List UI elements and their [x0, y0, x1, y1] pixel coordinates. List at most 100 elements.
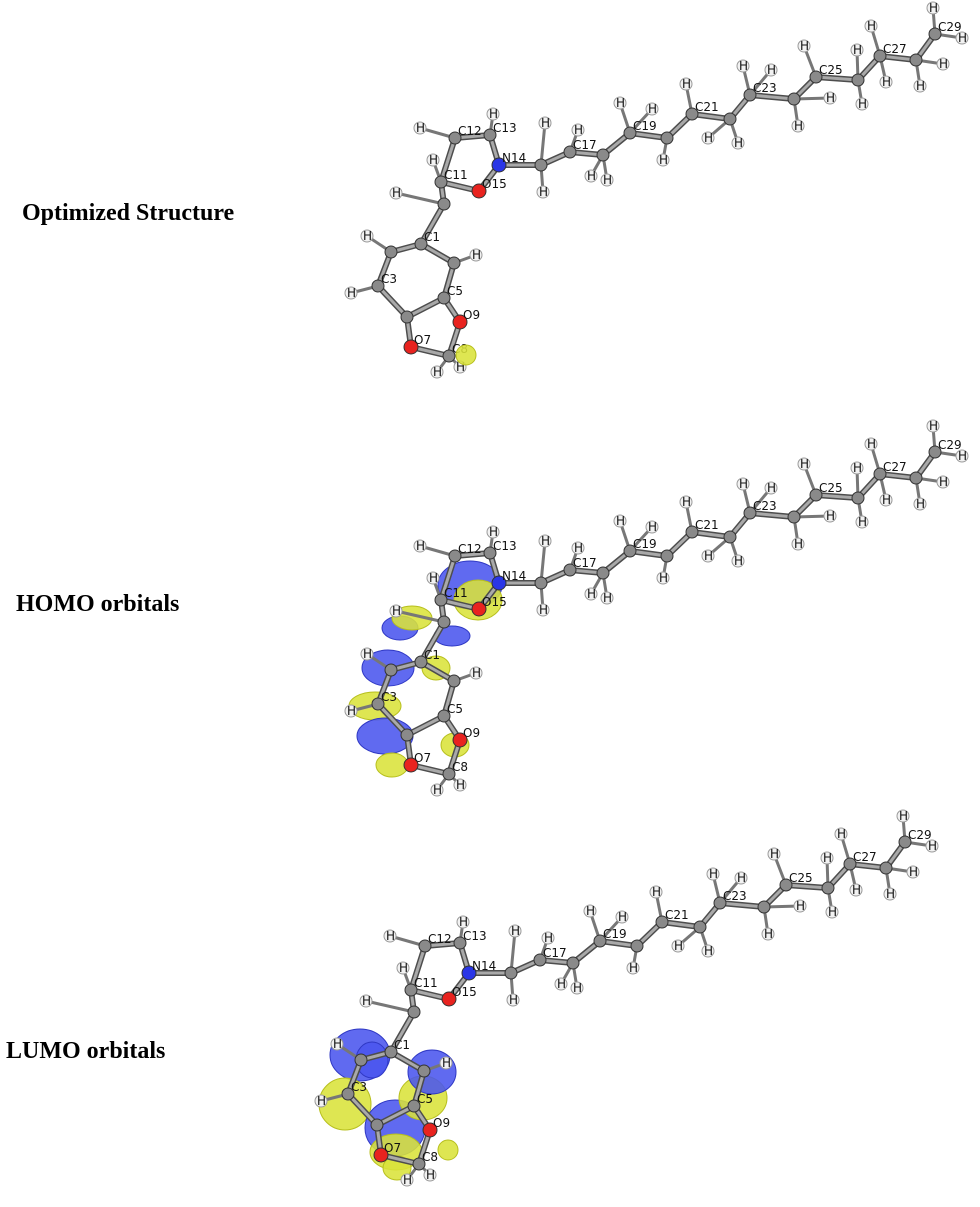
- hydrogen-label: H: [416, 539, 425, 553]
- atom-n14: [491, 575, 507, 591]
- hydrogen-label: H: [442, 1056, 451, 1070]
- hydrogen-label: H: [489, 525, 498, 539]
- hydrogen-label: H: [616, 96, 625, 110]
- hydrogen-atom: [453, 778, 467, 792]
- atom-o9: [452, 732, 468, 748]
- hydrogen-label: H: [459, 915, 468, 929]
- atom-label-o9: O9: [463, 726, 480, 740]
- hydrogen-label: H: [767, 63, 776, 77]
- bond-highlight: [439, 554, 457, 602]
- hydrogen-atom: [600, 173, 614, 187]
- bond-highlight: [405, 296, 446, 319]
- atom-label-o15: O15: [482, 177, 507, 191]
- atom-label-c1: C1: [394, 1038, 410, 1052]
- atom-label-c25: C25: [819, 481, 843, 495]
- atom-c29: [928, 445, 942, 459]
- atom-label-c5: C5: [447, 284, 463, 298]
- hydrogen-atom: [797, 457, 811, 471]
- bond-highlight: [439, 136, 457, 184]
- atom-c8: [442, 349, 456, 363]
- atom-label-c21: C21: [695, 100, 719, 114]
- hydrogen-label: H: [573, 981, 582, 995]
- hydrogen-label: H: [586, 904, 595, 918]
- hydrogen-atom: [344, 704, 358, 718]
- atom-c29: [928, 27, 942, 41]
- atom-label-c1: C1: [424, 230, 440, 244]
- bond-highlight: [375, 1104, 416, 1127]
- hydrogen-label: H: [899, 809, 908, 823]
- bond-highlight: [376, 702, 409, 737]
- atom-c19: [593, 934, 607, 948]
- hydrogen-atom: [671, 939, 685, 953]
- atom-c12: [448, 549, 462, 563]
- atom-c25: [809, 488, 823, 502]
- hydrogen-atom: [486, 525, 500, 539]
- atom-label-c17: C17: [573, 556, 597, 570]
- hydrogen-label: H: [587, 587, 596, 601]
- hydrogen-label: H: [541, 116, 550, 130]
- atom-label-o9: O9: [463, 308, 480, 322]
- hydrogen-atom: [360, 229, 374, 243]
- hydrogen-label: H: [629, 961, 638, 975]
- hydrogen-label: H: [472, 248, 481, 262]
- hydrogen-atom: [879, 75, 893, 89]
- atom-label-c12: C12: [458, 124, 482, 138]
- hydrogen-label: H: [541, 534, 550, 548]
- hydrogen-label: H: [828, 905, 837, 919]
- hydrogen-label: H: [882, 75, 891, 89]
- bond-highlight: [376, 284, 409, 319]
- atom-c20: [660, 131, 674, 145]
- atom-label-c25: C25: [789, 871, 813, 885]
- hydrogen-label: H: [659, 571, 668, 585]
- hydrogen-atom: [469, 666, 483, 680]
- hydrogen-label: H: [882, 493, 891, 507]
- atom-c20: [630, 939, 644, 953]
- bond-highlight: [748, 511, 796, 519]
- hydrogen-label: H: [704, 944, 713, 958]
- atom-label-c29: C29: [938, 20, 962, 34]
- hydrogen-atom: [855, 97, 869, 111]
- hydrogen-label: H: [826, 509, 835, 523]
- hydrogen-atom: [615, 910, 629, 924]
- hydrogen-label: H: [603, 591, 612, 605]
- atom-label-n14: N14: [502, 151, 526, 165]
- atom-c16: [534, 576, 548, 590]
- hydrogen-atom: [430, 783, 444, 797]
- hydrogen-atom: [913, 79, 927, 93]
- hydrogen-label: H: [429, 571, 438, 585]
- atom-c22: [693, 920, 707, 934]
- hydrogen-atom: [584, 587, 598, 601]
- hydrogen-atom: [797, 39, 811, 53]
- atom-c22: [723, 530, 737, 544]
- atom-c6: [447, 674, 461, 688]
- hydrogen-atom: [731, 554, 745, 568]
- hydrogen-label: H: [734, 136, 743, 150]
- hydrogen-atom: [791, 537, 805, 551]
- hydrogen-atom: [736, 477, 750, 491]
- atom-label-c27: C27: [883, 460, 907, 474]
- atom-label-c25: C25: [819, 63, 843, 77]
- hydrogen-atom: [879, 493, 893, 507]
- homo-orbitals-label: HOMO orbitals: [16, 591, 180, 617]
- hydrogen-atom: [389, 186, 403, 200]
- hydrogen-atom: [656, 571, 670, 585]
- hydrogen-label: H: [603, 173, 612, 187]
- hydrogen-label: H: [433, 783, 442, 797]
- hydrogen-atom: [413, 121, 427, 135]
- atom-o9: [422, 1122, 438, 1138]
- atom-c18: [566, 956, 580, 970]
- hydrogen-label: H: [618, 910, 627, 924]
- atom-c17: [563, 563, 577, 577]
- atom-label-c23: C23: [753, 499, 777, 513]
- atom-c17: [563, 145, 577, 159]
- hydrogen-atom: [536, 603, 550, 617]
- optimized-structure-label: Optimized Structure: [22, 200, 235, 226]
- hydrogen-atom: [584, 169, 598, 183]
- hydrogen-atom: [359, 994, 373, 1008]
- hydrogen-label: H: [852, 883, 861, 897]
- hydrogen-atom: [400, 1173, 414, 1187]
- atom-c6: [417, 1064, 431, 1078]
- atom-c28: [909, 53, 923, 67]
- hydrogen-label: H: [362, 994, 371, 1008]
